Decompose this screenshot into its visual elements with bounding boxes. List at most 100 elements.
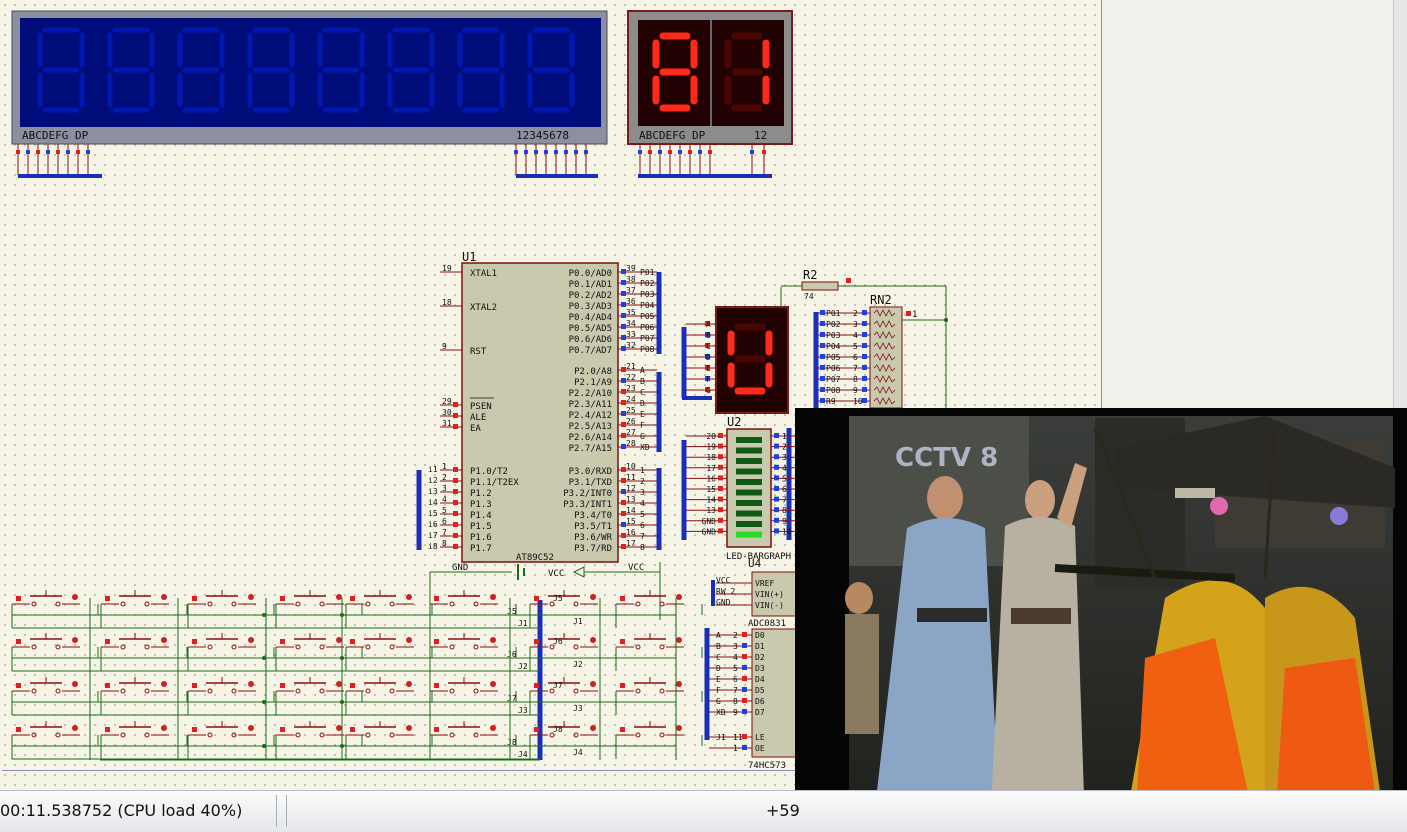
video-frame: CCTV 8 <box>795 408 1407 831</box>
display-2digit-seg-label: ABCDEFG DP <box>639 129 706 142</box>
pin-state-marker <box>280 683 285 688</box>
u1-pin-name: EA <box>470 424 481 434</box>
keypad-button[interactable] <box>615 721 703 759</box>
pin-state-marker <box>620 639 625 644</box>
keypad-button[interactable] <box>100 677 188 715</box>
pin-state-marker <box>742 687 747 692</box>
u2-pin-label: 15 <box>706 485 716 494</box>
u1-pin-number: 35 <box>626 308 636 317</box>
button-contact <box>319 688 325 694</box>
rn2-pin-number: 3 <box>853 320 858 329</box>
keypad-button[interactable] <box>100 721 188 759</box>
u1-pin-net: i1 <box>428 465 438 474</box>
button-contact <box>207 732 213 738</box>
button-contact <box>55 732 61 738</box>
keypad-button[interactable] <box>11 590 99 628</box>
u2-pin-label: GND <box>702 517 717 526</box>
keypad-button[interactable] <box>11 721 99 759</box>
u4-pin-number: 9 <box>733 708 738 717</box>
keypad-button[interactable] <box>100 633 188 671</box>
keypad-button[interactable] <box>429 633 517 671</box>
keypad-button[interactable] <box>615 590 703 628</box>
cursor-coordinate: +59 <box>766 801 800 820</box>
keypad-button[interactable] <box>275 721 363 759</box>
keypad-button[interactable] <box>275 590 363 628</box>
r2-resistor[interactable]: R2 74 <box>781 268 948 410</box>
pin-state-marker <box>621 280 626 285</box>
u1-pin-number: 34 <box>626 319 636 328</box>
pin-state-marker <box>192 727 197 732</box>
u4-part: 74HC573 <box>748 761 786 771</box>
button-contact <box>55 601 61 607</box>
pin-state-marker <box>762 150 766 154</box>
keypad-button[interactable] <box>275 633 363 671</box>
keypad-button[interactable] <box>275 677 363 715</box>
schematic-canvas[interactable]: ABCDEFG DP 12345678 ABCDEFG DP 12 U1 XTA… <box>0 0 1407 790</box>
u2-ref: U2 <box>727 415 741 429</box>
keypad-button[interactable] <box>345 590 433 628</box>
pin-state-marker <box>648 150 652 154</box>
u1-microcontroller[interactable]: U1 XTAL119XTAL218RST9PSEN29ALE30EA31P1.0… <box>428 250 661 620</box>
pin-state-marker <box>16 727 21 732</box>
pin-state-marker <box>280 596 285 601</box>
u1-pin-name: P3.4/T0 <box>574 511 612 521</box>
keypad-button[interactable] <box>529 721 617 759</box>
keypad-button[interactable] <box>100 590 188 628</box>
display-2digit[interactable]: ABCDEFG DP 12 <box>627 10 793 178</box>
button-contact <box>549 732 555 738</box>
channel-logo: CCTV 8 <box>895 443 998 473</box>
pin-state-marker <box>105 596 110 601</box>
pin-state-marker <box>621 422 626 427</box>
button-contact <box>319 732 325 738</box>
pin-state-marker <box>621 389 626 394</box>
keypad-button[interactable] <box>345 633 433 671</box>
u1-pin-net: 7 <box>640 532 645 541</box>
bargraph-led <box>736 437 762 443</box>
keypad-button[interactable] <box>429 677 517 715</box>
u1-pin-net: 8 <box>640 543 645 552</box>
display-8digit-digit <box>527 27 575 113</box>
video-overlay[interactable]: CCTV 8 <box>795 408 1407 831</box>
u1-pin-number: 38 <box>626 275 636 284</box>
display-8digit[interactable]: ABCDEFG DP 12345678 <box>11 10 608 178</box>
u4-pin-name: LE <box>755 733 765 742</box>
keypad-button[interactable] <box>615 633 703 671</box>
keypad-button[interactable] <box>11 633 99 671</box>
u1-pin-name: P2.3/A11 <box>569 400 612 410</box>
button-contact <box>365 601 371 607</box>
keypad-button[interactable] <box>345 721 433 759</box>
button-indicator <box>336 594 342 600</box>
button-contact <box>31 732 37 738</box>
keypad-button[interactable] <box>615 677 703 715</box>
u1-pin-number: 14 <box>626 506 636 515</box>
u1-pin-number: 17 <box>626 539 636 548</box>
pin-state-marker <box>750 150 754 154</box>
keypad-button[interactable] <box>345 677 433 715</box>
display-8digit-digit <box>107 27 155 113</box>
pin-state-marker <box>105 683 110 688</box>
button-contact <box>659 688 665 694</box>
button-contact <box>635 688 641 694</box>
u1-pin-name: P1.6 <box>470 533 492 543</box>
keypad-button[interactable] <box>529 677 617 715</box>
junction-dot <box>262 744 266 748</box>
keypad-button[interactable] <box>187 633 275 671</box>
rn2-pin-number: 9 <box>853 386 858 395</box>
display-2digit-digit-label: 12 <box>754 129 767 142</box>
keypad-button[interactable] <box>429 590 517 628</box>
display-1digit[interactable]: ABCDEFG <box>686 287 789 414</box>
keypad-button[interactable] <box>429 721 517 759</box>
keypad-button[interactable] <box>187 721 275 759</box>
keypad-button[interactable] <box>187 590 275 628</box>
button-contact <box>635 644 641 650</box>
keypad-button[interactable] <box>11 677 99 715</box>
u1-pin-net: E <box>640 410 645 419</box>
u1-pin-name: P2.0/A8 <box>574 367 612 377</box>
pin-state-marker <box>574 150 578 154</box>
keypad-button[interactable] <box>187 677 275 715</box>
